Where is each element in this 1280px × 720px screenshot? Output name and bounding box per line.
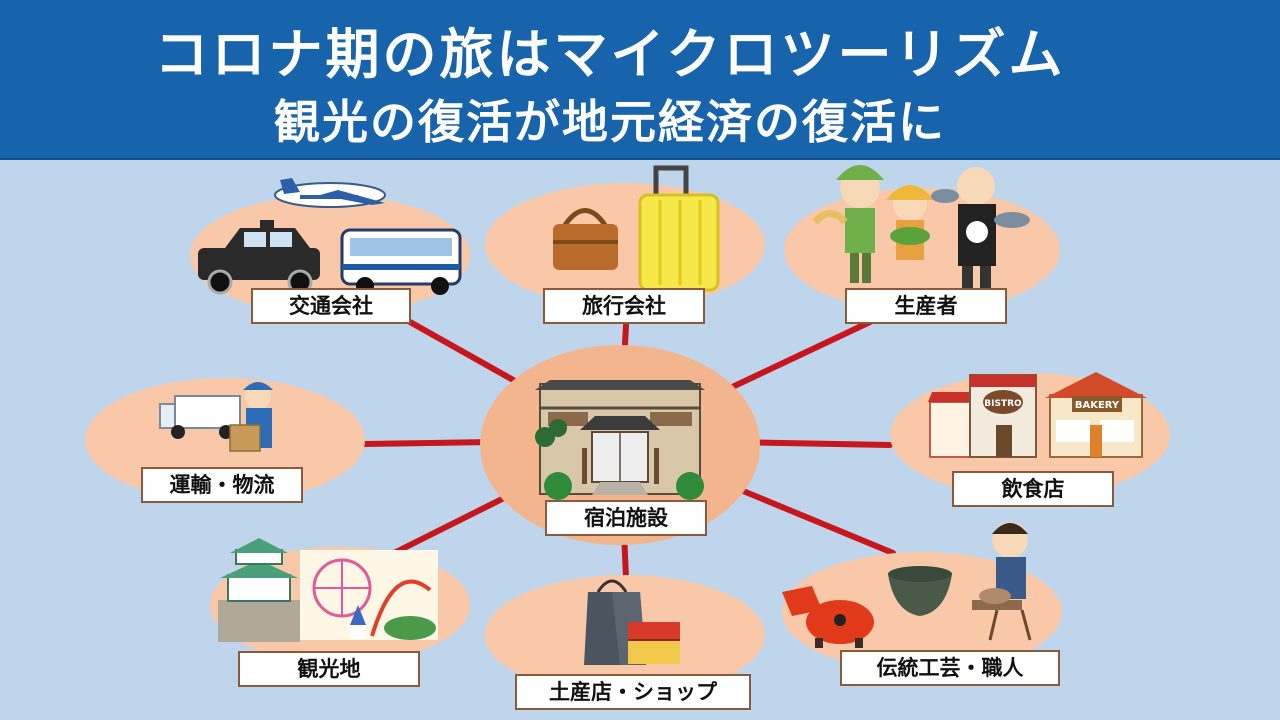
bistro-sign: BISTRO [984, 399, 1022, 409]
label-producers: 生産者 [845, 288, 1007, 324]
airplane-icon [274, 178, 386, 208]
bistro-icon: BISTRO [928, 374, 1037, 458]
label-transport: 交通会社 [251, 288, 411, 324]
akabeko-icon [782, 586, 874, 648]
amusement-park-icon [300, 550, 438, 640]
fishmonger-icon [931, 167, 1030, 288]
farmer-icon [812, 165, 934, 283]
page-subtitle: 観光の復活が地元経済の復活に [274, 95, 946, 149]
delivery-truck-icon [159, 395, 241, 439]
label-center: 宿泊施設 [545, 500, 707, 536]
bakery-icon: BAKERY [1045, 372, 1147, 458]
bakery-sign: BAKERY [1075, 400, 1120, 411]
label-restaurants: 飲食店 [952, 471, 1114, 507]
label-travel-agency: 旅行会社 [543, 288, 705, 324]
label-souvenir: 土産店・ショップ [515, 674, 751, 710]
bus-icon [340, 228, 462, 295]
gift-box-icon [628, 622, 680, 664]
tea-bowl-icon [888, 566, 952, 616]
taxi-icon [198, 220, 320, 295]
potter-icon [972, 522, 1032, 641]
header-banner: コロナ期の旅はマイクロツーリズム 観光の復活が地元経済の復活に [0, 0, 1280, 160]
castle-icon [218, 538, 300, 642]
label-logistics: 運輸・物流 [141, 467, 303, 503]
label-tourism: 観光地 [238, 651, 420, 687]
handbag-icon [553, 208, 618, 270]
delivery-worker-icon [229, 382, 273, 452]
label-crafts: 伝統工芸・職人 [840, 650, 1060, 686]
japanese-inn-icon [535, 380, 705, 500]
page-title: コロナ期の旅はマイクロツーリズム [154, 23, 1066, 86]
suitcase-icon [638, 165, 720, 292]
